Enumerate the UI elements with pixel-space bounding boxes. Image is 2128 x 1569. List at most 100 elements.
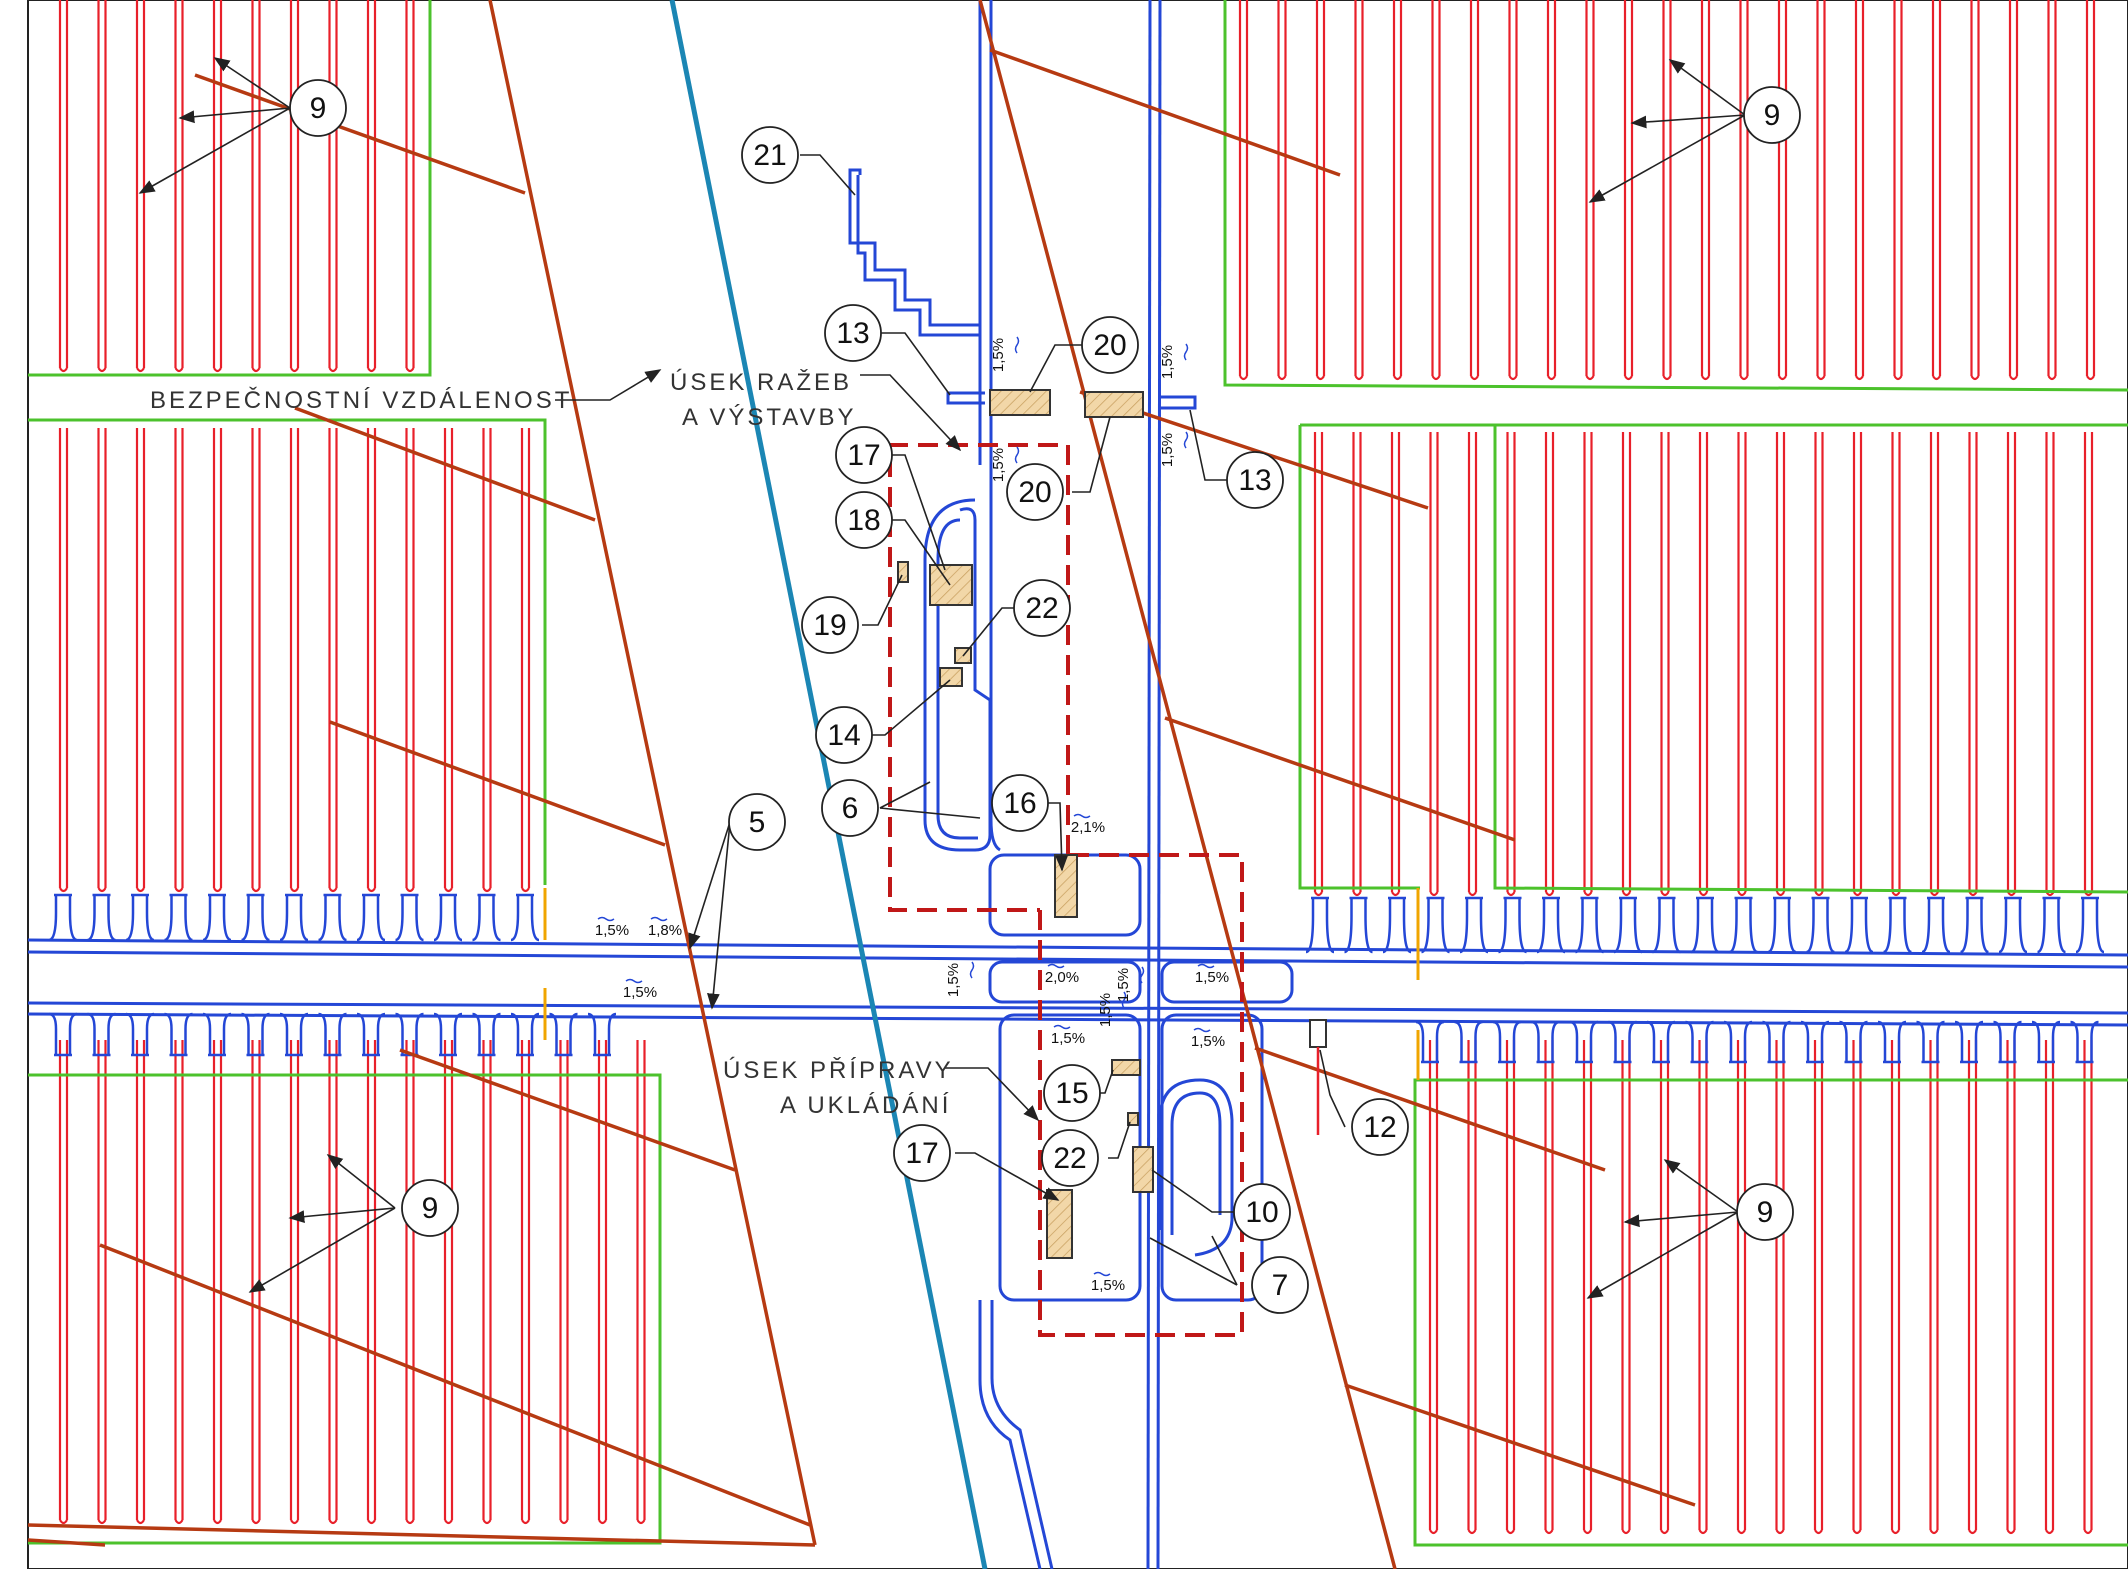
comb-top-right-entry — [1883, 898, 1912, 954]
panel-mid-right-drift — [1968, 432, 1978, 892]
panel-top-right-drift — [1739, 0, 1749, 376]
panel-bottom-left-drift-end — [213, 1519, 222, 1525]
comb-top-right-entry — [1998, 898, 2028, 954]
panel-mid-right-drift — [1352, 432, 1362, 892]
panel-top-right-drift — [1585, 0, 1595, 376]
branch-road-21 — [848, 168, 980, 327]
stub-road-right — [1160, 395, 1197, 410]
grade-label: 1,5% — [1091, 1277, 1125, 1294]
panel-top-right-drift — [1546, 0, 1557, 376]
callout-circle — [1041, 1129, 1099, 1187]
comb-top-left-entry — [125, 895, 155, 942]
slope-arrow — [1014, 446, 1020, 464]
callout-12: 12 — [1351, 1098, 1409, 1156]
panel-outlines — [28, 0, 2128, 1547]
leader-9a-1 — [213, 57, 291, 109]
fault-branch-10 — [1164, 716, 1516, 842]
panel-mid-right-drift-end — [1853, 891, 1862, 897]
callout-circle — [1351, 1098, 1409, 1156]
leader-9b-3 — [1588, 114, 1746, 203]
panel-top-right-drift-end — [2086, 375, 2095, 381]
panel-mid-left-drift — [328, 428, 338, 888]
panel-top-right-drift-end — [1585, 375, 1595, 381]
zone-prep-outline — [1038, 853, 1244, 1337]
comb-top-left-entry — [164, 895, 193, 942]
panel-bottom-left-drift — [289, 1040, 300, 1520]
panel-top-right-drift — [1469, 0, 1480, 376]
leader-13a — [880, 332, 951, 396]
panel-top-right-drift — [1931, 0, 1942, 376]
panel-mid-right-drift — [1313, 432, 1324, 892]
callout-circle — [741, 126, 799, 184]
grade-label: 1,5% — [595, 922, 629, 939]
comb-bottom-right-entry — [1993, 1020, 2022, 1062]
leader-9a-3 — [138, 107, 291, 194]
panel-top-right-drift-end — [1470, 375, 1479, 381]
callout-number: 9 — [1764, 99, 1781, 132]
grade-label: 1,5% — [1051, 1030, 1085, 1047]
panel-bottom-left-drift-end — [482, 1519, 492, 1525]
panel-top-right-drift-end — [1354, 375, 1364, 381]
grade-label: 1,5% — [1195, 969, 1229, 986]
panel-mid-right-drift — [1467, 432, 1478, 892]
callout-10: 10 — [1233, 1183, 1291, 1241]
panel-mid-right-drift — [1660, 432, 1670, 892]
panel-top-right-drift-end — [1816, 375, 1826, 381]
panel-mid-right-drift — [1852, 432, 1863, 892]
panel-mid-right-drift-end — [1391, 891, 1400, 897]
panel-outline-top-left — [28, 0, 432, 377]
comb-bottom-left-entry — [510, 1012, 540, 1055]
leader-9c-1 — [326, 1154, 396, 1209]
panel-bottom-left-drift-end — [174, 1519, 184, 1525]
callout-9: 9 — [1743, 86, 1801, 144]
comb-bottom-left-entry — [356, 1012, 386, 1055]
fault-branch-8 — [989, 48, 1341, 177]
callout-circle — [893, 1124, 951, 1182]
callout-9: 9 — [401, 1179, 459, 1237]
panel-bottom-left-drift — [97, 1040, 107, 1520]
comb-top-right-entry — [2075, 898, 2105, 954]
comb-bottom-left-entry — [549, 1012, 578, 1055]
slope-arrow — [1093, 1271, 1111, 1277]
callout-22: 22 — [1013, 579, 1071, 637]
comb-bottom-left-entry — [318, 1012, 347, 1055]
leader-22a — [962, 607, 1015, 657]
panel-top-left-drift — [174, 0, 184, 368]
comb-top-right-entry — [1806, 898, 1835, 954]
leader-6-1 — [879, 781, 931, 809]
comb-top-left-entry — [241, 895, 270, 942]
panel-bottom-right-drift — [1582, 1040, 1593, 1530]
panel-bottom-left-drift-end — [136, 1519, 145, 1525]
comb-bottom-right-entry — [1646, 1020, 1676, 1062]
callout-14: 14 — [815, 706, 873, 764]
callout-number: 22 — [1025, 592, 1058, 625]
comb-top-left-entry — [356, 895, 386, 942]
callout-6: 6 — [821, 779, 879, 837]
leader-9b-1 — [1668, 59, 1746, 116]
comb-top-left-entry — [472, 895, 501, 942]
panel-top-right-drift — [1315, 0, 1326, 376]
callout-circle — [1226, 451, 1284, 509]
panel-top-right-drift-end — [1431, 375, 1441, 381]
panel-top-right-drift — [1893, 0, 1903, 376]
panel-mid-right-drift — [1390, 432, 1401, 892]
grade-label: 1,5% — [1115, 968, 1132, 1002]
panel-mid-left-drift — [366, 428, 377, 888]
panel-mid-right-drift — [1814, 432, 1824, 892]
panel-top-right-drift — [1700, 0, 1711, 376]
callout-9: 9 — [1736, 1183, 1794, 1241]
callout-circle — [1081, 316, 1139, 374]
panel-bottom-left-drift-end — [636, 1519, 646, 1525]
callout-number: 13 — [1238, 464, 1271, 497]
callout-number: 6 — [842, 792, 859, 825]
panel-bottom-right-drift-end — [1891, 1529, 1900, 1535]
panel-top-left-drift — [58, 0, 69, 368]
callout-number: 7 — [1272, 1269, 1289, 1302]
panel-mid-right-drift-end — [1660, 891, 1670, 897]
leader-19 — [862, 574, 903, 626]
longwall-panels — [58, 0, 2096, 1535]
panel-top-left-drift-end — [290, 367, 299, 373]
comb-bottom-left-entry — [87, 1012, 116, 1055]
comb-top-right-entry — [1344, 898, 1373, 954]
